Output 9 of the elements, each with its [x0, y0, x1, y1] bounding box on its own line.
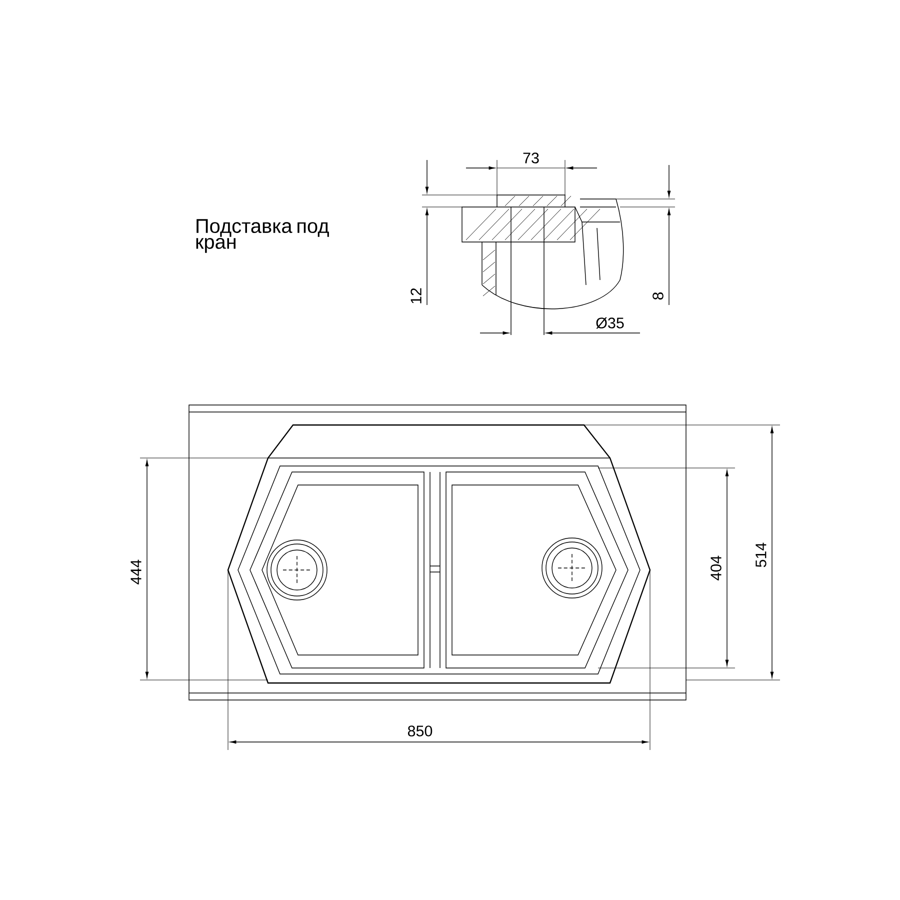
dimension-label: 12: [410, 288, 422, 304]
dimension-label: Ø35: [596, 317, 624, 329]
dimension-label: 850: [408, 726, 432, 736]
caption-text: Подставка под кран: [196, 219, 329, 253]
dimension-label: 8: [652, 292, 664, 300]
dimension-label: 73: [523, 152, 539, 164]
dimension-label: 444: [130, 560, 142, 584]
dimension-label: 404: [710, 556, 722, 580]
dimension-label: 514: [756, 542, 766, 568]
